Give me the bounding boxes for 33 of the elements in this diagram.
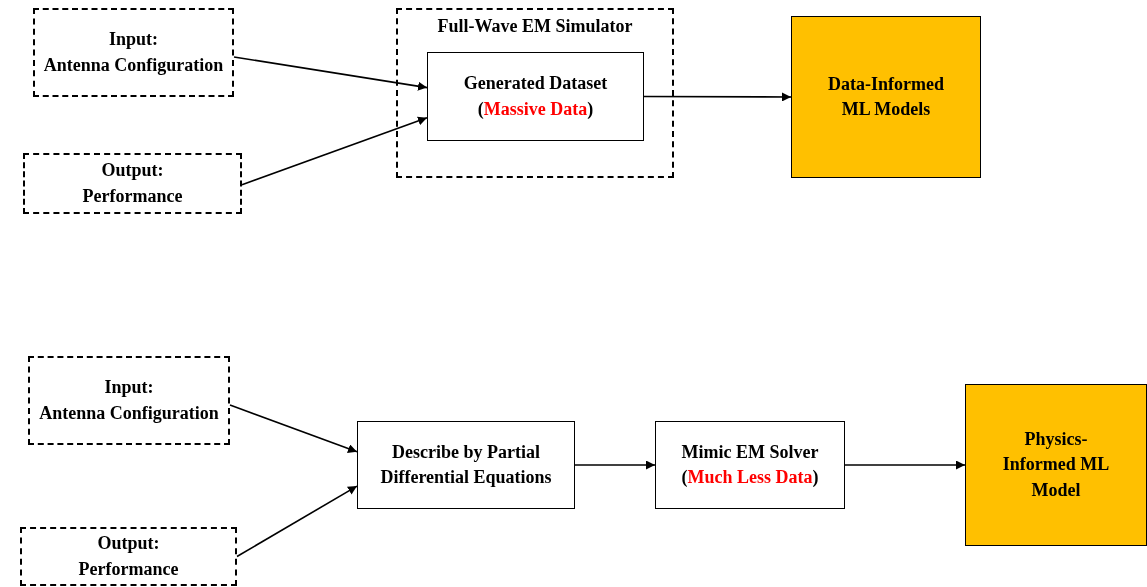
arrow — [236, 485, 358, 558]
process-box — [427, 52, 644, 141]
node-label: Input: — [104, 376, 154, 400]
node-label: Output: — [101, 159, 164, 183]
input-box — [28, 356, 230, 445]
node-label: Physics-Informed ML Model — [1001, 428, 1111, 502]
process-box — [655, 421, 845, 509]
node-label: Describe by Partial Differential Equations — [379, 440, 553, 489]
process-box — [357, 421, 575, 509]
output-box — [20, 527, 237, 586]
model-box — [791, 16, 981, 178]
node-label: Antenna Configuration — [43, 53, 224, 77]
node-label: Input: — [109, 28, 158, 52]
model-box — [965, 384, 1147, 546]
output-box — [23, 153, 242, 214]
node-label: Generated Dataset — [463, 72, 608, 96]
group-heading: Full-Wave EM Simulator — [437, 15, 633, 38]
node-label: Output: — [97, 532, 160, 556]
node-label: Data-Informed ML Models — [827, 72, 945, 121]
arrow — [574, 460, 656, 470]
arrow — [643, 92, 792, 102]
simulator-group-box — [396, 8, 674, 178]
node-label: (Massive Data) — [477, 97, 594, 121]
node-label: Mimic EM Solver — [681, 440, 819, 464]
arrow — [844, 460, 966, 470]
node-label: (Much Less Data) — [681, 466, 819, 489]
node-label: Antenna Configuration — [39, 401, 219, 425]
input-box — [33, 8, 234, 97]
arrow — [233, 56, 428, 91]
arrow — [229, 404, 358, 453]
arrow — [241, 116, 428, 186]
node-label: Performance — [78, 557, 179, 581]
node-label: Performance — [82, 184, 183, 208]
